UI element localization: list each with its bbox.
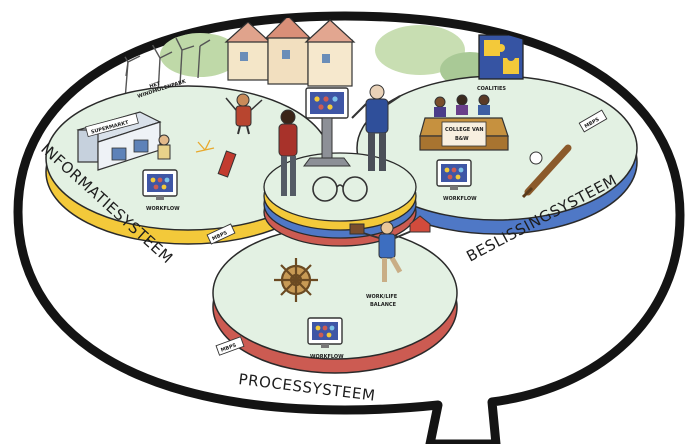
houses-illustration	[224, 16, 356, 87]
person-woman-icon	[278, 109, 298, 196]
council-table-illustration: COLLEGE VAN B&W	[419, 94, 509, 151]
ship-wheel-icon	[274, 258, 318, 302]
workflow-monitor-bottom	[307, 317, 343, 348]
glasses-icon	[312, 176, 368, 202]
worklife-label-2: BALANCE	[370, 302, 397, 308]
mbps-bottom-label: MBPS	[220, 342, 238, 353]
presentation-screen	[303, 87, 351, 167]
person-sitting-icon	[157, 134, 171, 160]
disc-processysteem	[212, 226, 458, 374]
mbps-tag-bottom: MBPS	[215, 336, 245, 356]
workflow-monitor-right	[436, 159, 472, 190]
disc-center	[263, 152, 417, 247]
workflow-right-label: WORKFLOW	[443, 196, 477, 202]
background-scenery	[119, 16, 500, 101]
workflow-bottom-label: WORKFLOW	[310, 354, 344, 360]
fireworks-icon	[195, 139, 237, 178]
worklife-label-1: WORK/LIFE	[366, 294, 398, 300]
baseball-bat-icon	[521, 144, 572, 199]
college-label-1: COLLEGE VAN	[445, 127, 484, 133]
college-label-2: B&W	[455, 136, 469, 142]
workflow-monitor-left	[142, 169, 178, 200]
puzzle-icon	[478, 34, 524, 80]
person-balancing-icon	[349, 215, 431, 282]
supermarket-illustration: SUPERMARKT	[76, 111, 162, 171]
person-with-torch-icon	[225, 93, 263, 135]
mbps-tag-left: MBPS	[206, 223, 236, 245]
coalities-label: COALITIES	[477, 86, 506, 92]
workflow-left-label: WORKFLOW	[146, 206, 180, 212]
windmolenpark-label-1: HET	[149, 81, 162, 90]
person-man-icon	[351, 84, 401, 171]
